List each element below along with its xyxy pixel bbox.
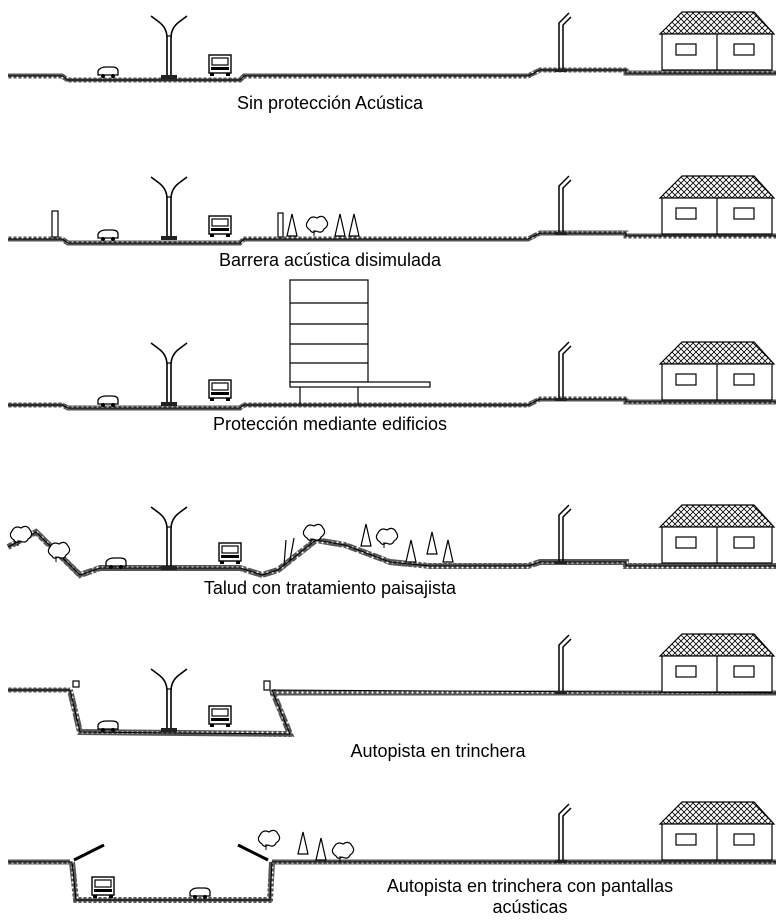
caption-talud: Talud con tratamiento paisajista bbox=[203, 578, 457, 598]
tree-icon bbox=[405, 539, 417, 563]
section-sin-proteccion bbox=[8, 11, 776, 83]
barrier-post bbox=[51, 210, 59, 238]
tree-icon bbox=[297, 831, 309, 855]
caption-edificios: Protección mediante edificios bbox=[212, 414, 448, 434]
street-lamp-icon bbox=[554, 634, 572, 695]
bush-icon bbox=[305, 215, 329, 237]
car-icon bbox=[97, 229, 119, 242]
car-icon bbox=[97, 395, 119, 408]
building-icon bbox=[289, 279, 431, 404]
street-lamp-icon bbox=[554, 341, 572, 402]
tree-icon bbox=[442, 539, 454, 563]
lamp-icon bbox=[150, 176, 188, 241]
lamp-icon bbox=[150, 15, 188, 80]
bush-icon bbox=[375, 527, 399, 549]
street-lamp-icon bbox=[554, 12, 572, 73]
noise-screen bbox=[73, 843, 105, 862]
section-talud bbox=[6, 504, 776, 579]
tree-icon bbox=[315, 837, 327, 861]
street-lamp-icon bbox=[554, 504, 572, 565]
section-trinchera-pantallas bbox=[8, 801, 776, 903]
house-icon bbox=[659, 801, 775, 861]
house-icon bbox=[659, 175, 775, 235]
tree-icon bbox=[426, 531, 438, 555]
grass-icon bbox=[283, 537, 295, 566]
house-icon bbox=[659, 633, 775, 693]
house-icon bbox=[659, 11, 775, 71]
barrier-post bbox=[277, 212, 284, 238]
house-icon bbox=[659, 504, 775, 564]
bush-icon bbox=[257, 829, 281, 851]
noise-screen bbox=[237, 843, 269, 862]
truck-icon bbox=[208, 705, 232, 728]
truck-icon bbox=[91, 876, 115, 899]
section-barrera bbox=[8, 175, 776, 246]
caption-sin-proteccion: Sin protección Acústica bbox=[236, 93, 424, 113]
barrier-post bbox=[263, 680, 271, 691]
truck-icon bbox=[208, 54, 232, 77]
lamp-icon bbox=[150, 668, 188, 733]
truck-icon bbox=[218, 542, 242, 565]
barrier-post bbox=[72, 680, 80, 688]
section-edificios bbox=[8, 279, 776, 411]
ground-line bbox=[8, 67, 776, 83]
tree-icon bbox=[360, 523, 372, 547]
caption-barrera: Barrera acústica disimulada bbox=[218, 250, 442, 270]
bush-icon bbox=[331, 841, 355, 863]
caption-trinchera: Autopista en trinchera bbox=[350, 741, 526, 761]
caption-trinchera-pantallas-line2: acústicas bbox=[492, 897, 568, 917]
street-lamp-icon bbox=[554, 803, 572, 864]
tree-icon bbox=[334, 213, 346, 237]
car-icon bbox=[97, 66, 119, 79]
truck-icon bbox=[208, 215, 232, 238]
truck-icon bbox=[208, 379, 232, 402]
lamp-icon bbox=[150, 506, 188, 571]
tree-icon bbox=[348, 213, 360, 237]
house-icon bbox=[659, 341, 775, 401]
tree-icon bbox=[286, 213, 298, 237]
lamp-icon bbox=[150, 342, 188, 407]
caption-trinchera-pantallas-line1: Autopista en trinchera con pantallas bbox=[386, 876, 674, 896]
street-lamp-icon bbox=[554, 175, 572, 236]
section-trinchera bbox=[8, 633, 776, 738]
